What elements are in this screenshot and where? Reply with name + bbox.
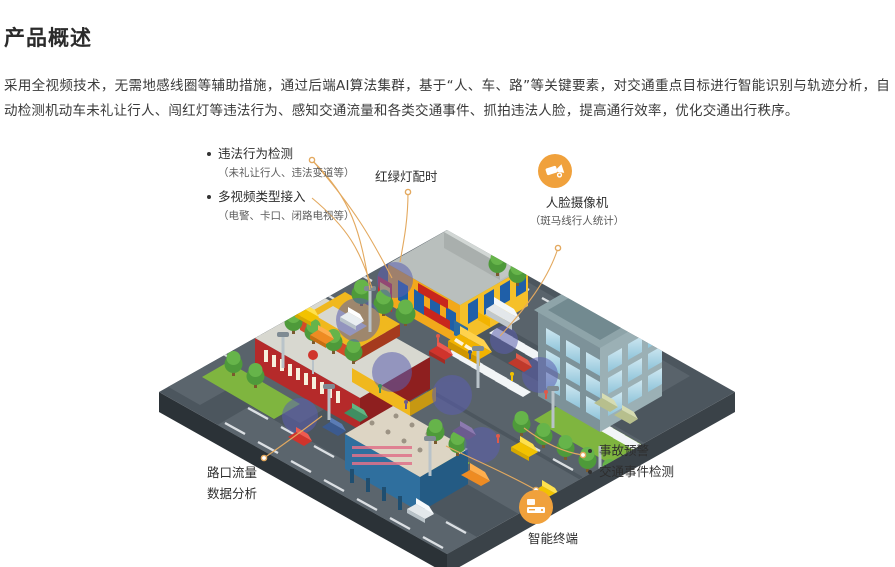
callout-right-block: 事故预警 交通事件检测	[588, 442, 674, 484]
ground-contents	[159, 230, 700, 554]
callout-item-traffic-event: 交通事件检测	[588, 463, 674, 481]
callout-label: 人脸摄像机	[545, 195, 609, 210]
callout-item-video-types: 多视频类型接入	[207, 188, 355, 206]
callout-smart-terminal: 智能终端	[498, 530, 608, 548]
callout-traffic-light: 红绿灯配时	[375, 168, 438, 186]
detection-zones	[282, 262, 558, 463]
callout-connectors	[263, 159, 584, 491]
bullet-dot-icon	[207, 195, 211, 199]
face-camera-icon	[538, 154, 572, 188]
callout-label-line1: 路口流量	[207, 465, 258, 480]
callout-left-block: 违法行为检测 （未礼让行人、违法变道等） 多视频类型接入 （电警、卡口、闭路电视…	[207, 145, 355, 231]
callout-item-accident-warning: 事故预警	[588, 442, 674, 460]
page-title: 产品概述	[4, 26, 92, 51]
callout-label: 事故预警	[599, 443, 650, 458]
callout-sub: （未礼让行人、违法变道等）	[218, 167, 355, 179]
callout-item-violation: 违法行为检测	[207, 145, 355, 163]
callout-label: 违法行为检测	[218, 146, 294, 161]
camera-heads	[277, 286, 559, 441]
callout-label: 交通事件检测	[599, 464, 675, 479]
callout-face-camera: 人脸摄像机 （斑马线行人统计）	[517, 194, 637, 230]
callout-label-line2: 数据分析	[207, 486, 258, 501]
callout-flow-analysis: 路口流量 数据分析	[207, 462, 257, 504]
bullet-dot-icon	[588, 449, 592, 453]
callout-label: 红绿灯配时	[375, 169, 438, 184]
face-camera-glyph	[545, 164, 565, 178]
callout-endpoints	[260, 156, 587, 494]
callout-label: 智能终端	[527, 531, 578, 546]
intro-paragraph: 采用全视频技术，无需地感线圈等辅助措施，通过后端AI算法集群，基于“人、车、路”…	[4, 77, 890, 119]
callout-label: 多视频类型接入	[218, 189, 306, 204]
street-poles	[281, 290, 602, 478]
building-blue-bottom	[345, 406, 468, 512]
bullet-dot-icon	[207, 152, 211, 156]
isometric-traffic-diagram: 违法行为检测 （未礼让行人、违法变道等） 多视频类型接入 （电警、卡口、闭路电视…	[0, 140, 895, 567]
stop-sign	[308, 350, 318, 374]
callout-sub: （电警、卡口、闭路电视等）	[218, 210, 355, 222]
smart-terminal-icon	[519, 490, 553, 524]
callout-sub: （斑马线行人统计）	[529, 215, 625, 227]
isometric-scene-svg	[159, 156, 735, 567]
pedestrians	[378, 334, 548, 443]
bullet-dot-icon	[588, 470, 592, 474]
smart-terminal-glyph	[527, 499, 545, 513]
vehicles	[288, 297, 638, 523]
